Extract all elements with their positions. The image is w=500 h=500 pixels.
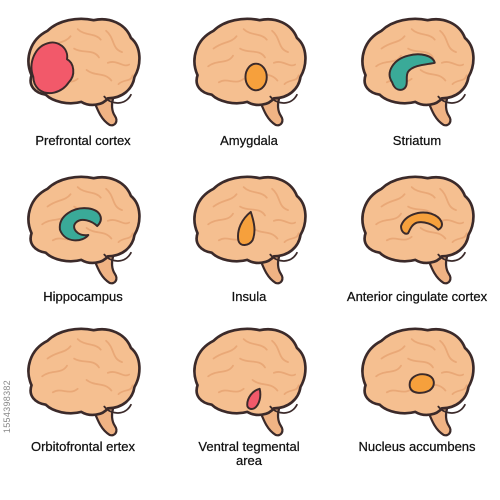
brain-cingulate-illustration — [361, 175, 475, 285]
brain-vta-illustration — [193, 327, 307, 437]
highlight-prefrontal — [30, 41, 75, 95]
highlight-striatum — [388, 53, 436, 91]
stock-id-watermark: 1554398382 — [2, 380, 12, 434]
brain-accumbens-illustration — [361, 327, 475, 437]
brain-panel-striatum: Striatum — [334, 0, 500, 166]
brain-panel-accumbens: Nucleus accumbens — [334, 310, 500, 476]
region-label-vta: Ventral tegmental area — [198, 439, 300, 468]
region-label-cingulate: Anterior cingulate cortex — [346, 289, 488, 304]
highlight-accumbens — [408, 373, 435, 394]
brain-panel-vta: Ventral tegmental area — [166, 310, 332, 476]
highlight-vta — [246, 387, 262, 410]
highlight-amygdala — [244, 62, 268, 92]
region-label-striatum: Striatum — [392, 133, 442, 148]
brain-prefrontal-illustration — [27, 17, 141, 127]
brain-orbitofrontal-illustration — [27, 327, 141, 437]
highlight-cingulate — [400, 211, 443, 235]
highlight-insula — [237, 210, 256, 246]
brain-panel-hippocampus: Hippocampus — [0, 158, 166, 324]
region-label-amygdala: Amygdala — [220, 133, 278, 148]
brain-panel-amygdala: Amygdala — [166, 0, 332, 166]
highlight-hippocampus — [58, 207, 102, 242]
brain-insula-illustration — [193, 175, 307, 285]
brain-amygdala-illustration — [193, 17, 307, 127]
region-label-insula: Insula — [231, 289, 267, 304]
region-label-prefrontal: Prefrontal cortex — [35, 133, 131, 148]
brain-hippocampus-illustration — [27, 175, 141, 285]
region-label-orbitofrontal: Orbitofrontal ertex — [30, 439, 136, 454]
brain-panel-prefrontal: Prefrontal cortex — [0, 0, 166, 166]
brain-panel-insula: Insula — [166, 158, 332, 324]
brain-panel-cingulate: Anterior cingulate cortex — [334, 158, 500, 324]
region-label-accumbens: Nucleus accumbens — [358, 439, 476, 454]
region-label-hippocampus: Hippocampus — [43, 289, 123, 304]
brain-panel-orbitofrontal: Orbitofrontal ertex — [0, 310, 166, 476]
brain-striatum-illustration — [361, 17, 475, 127]
